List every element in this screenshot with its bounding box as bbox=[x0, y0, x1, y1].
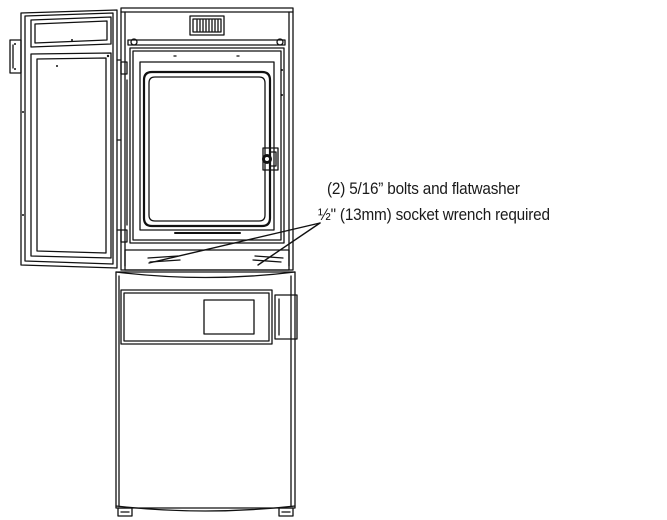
callout-bolts-label: (2) 5/16” bolts and flatwasher bbox=[327, 179, 520, 198]
lower-handle bbox=[274, 294, 298, 340]
open-door bbox=[9, 9, 122, 269]
top-vent bbox=[189, 15, 225, 36]
lower-cabinet bbox=[115, 271, 298, 517]
door-hinge-bracket bbox=[9, 39, 22, 74]
bolt-slot-left bbox=[147, 255, 179, 259]
inner-door bbox=[139, 61, 275, 231]
callout-wrench-label: ½" (13mm) socket wrench required bbox=[318, 205, 550, 224]
lower-cabinet-outline bbox=[115, 271, 296, 509]
bolt-callout-text: (2) 5/16” bolts and flatwasher ½" (13mm)… bbox=[318, 176, 550, 228]
control-panel bbox=[120, 289, 273, 345]
door-outer-frame bbox=[20, 9, 118, 269]
callout-leaders bbox=[148, 222, 321, 266]
door-glass-panel bbox=[30, 52, 112, 259]
compartment-frame bbox=[129, 47, 285, 244]
control-display bbox=[203, 299, 255, 335]
upper-cabinet-outline bbox=[120, 7, 294, 271]
inner-door-latch bbox=[262, 147, 279, 171]
leader-line-right bbox=[257, 222, 321, 266]
upper-cabinet bbox=[120, 7, 294, 271]
leader-line-left bbox=[148, 222, 321, 264]
